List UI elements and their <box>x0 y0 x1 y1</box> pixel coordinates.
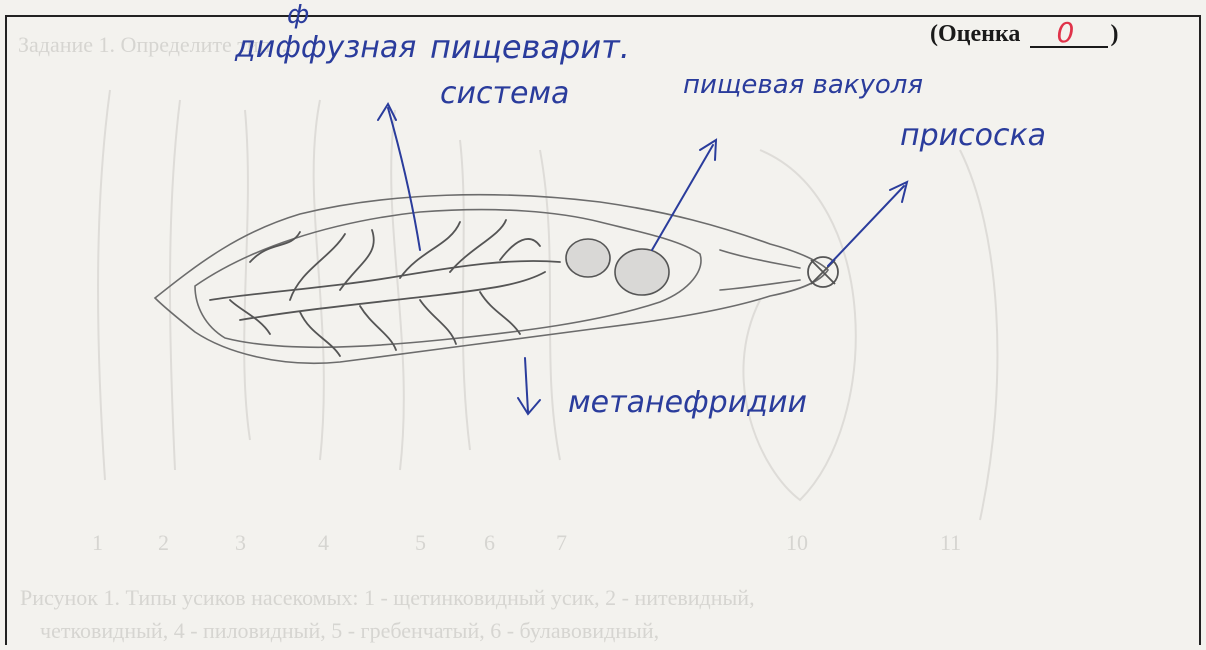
handwritten-annotation: пищевая вакуоля <box>683 70 923 100</box>
arrow-metanephridia <box>525 358 528 412</box>
handwritten-annotation: метанефридии <box>568 385 807 420</box>
intestine-branches <box>210 220 560 356</box>
handwritten-annotation: ф <box>287 0 309 30</box>
arrow-sucker <box>828 186 904 266</box>
handwritten-annotation: пищеварит. <box>430 28 630 66</box>
worm-body <box>155 195 828 364</box>
handwritten-annotation: система <box>440 76 569 111</box>
handwritten-annotation: присоска <box>900 118 1046 153</box>
faded-background-sketches <box>98 90 997 520</box>
handwritten-annotation: диффузная <box>235 30 416 65</box>
arrow-vacuole <box>652 145 713 250</box>
